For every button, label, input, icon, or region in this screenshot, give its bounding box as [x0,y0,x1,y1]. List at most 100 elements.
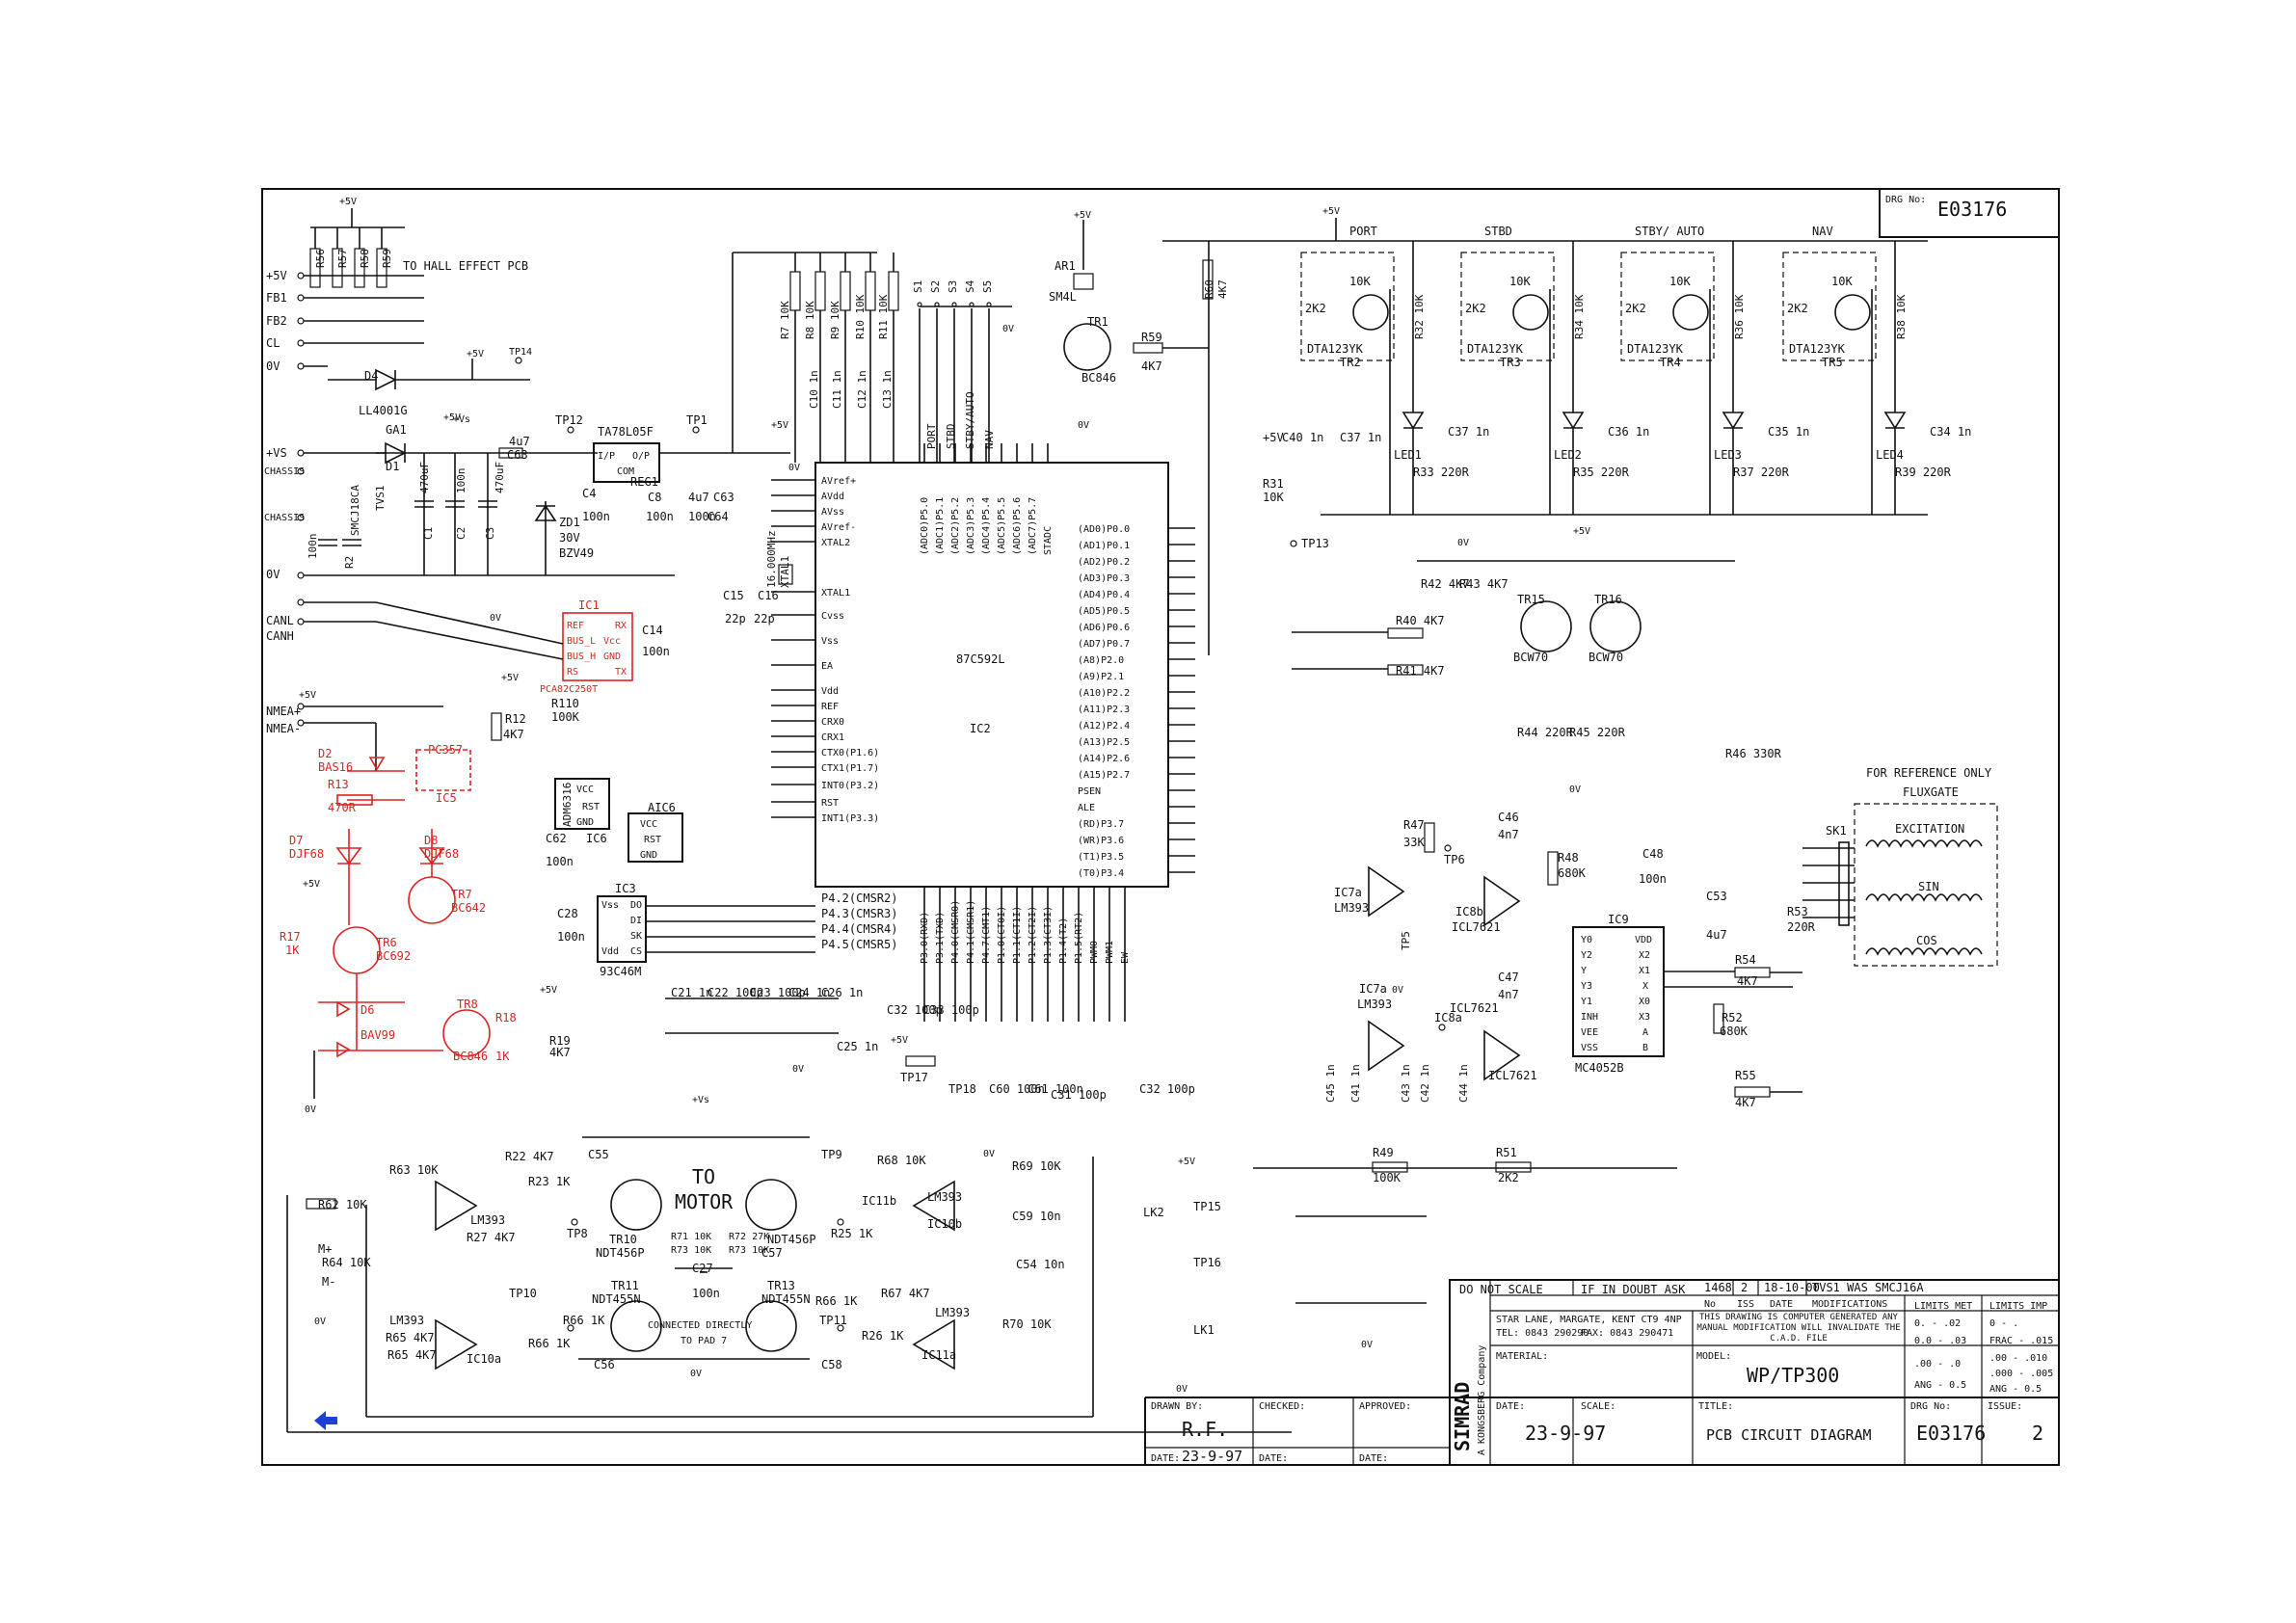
svg-text:No: No [1704,1299,1716,1310]
svg-text:DI: DI [630,916,642,926]
svg-text:C48: C48 [1642,847,1664,861]
svg-text:0V: 0V [1569,785,1581,795]
svg-text:100K: 100K [551,710,580,724]
svg-text:BAS16: BAS16 [318,760,353,774]
svg-text:23-9-97: 23-9-97 [1525,1422,1606,1445]
ic2-pin-label: P4.2(CMSR2) [821,891,897,905]
svg-text:4K7: 4K7 [549,1046,571,1059]
svg-text:R66 1K: R66 1K [563,1314,605,1327]
svg-text:R51: R51 [1496,1146,1517,1159]
svg-text:0V: 0V [1392,985,1403,996]
led-cap: C35 1n [1768,425,1809,439]
svg-text:IC3: IC3 [615,882,636,895]
svg-text:C64: C64 [707,510,729,523]
ic2-pin-label: (ADC4)P5.4 [981,497,992,555]
ic2-top-pins: (ADC0)P5.0(ADC1)P5.1(ADC2)P5.2(ADC3)P5.3… [920,443,1054,555]
svg-text:4n7: 4n7 [1498,828,1519,841]
led-driver-pullup: R38 10K [1895,294,1908,339]
svg-text:R73 10K: R73 10K [671,1245,711,1256]
svg-text:0V: 0V [266,359,280,373]
svg-text:IC10a: IC10a [467,1352,501,1366]
svg-text:R63 10K: R63 10K [389,1163,439,1177]
analogue-mux-section: IC7a LM393 R47 33K TP6 C46 4n7 IC8b ICL7… [1324,811,1537,1103]
svg-text:FRAC - .015: FRAC - .015 [1989,1336,2053,1346]
svg-text:BUS_H: BUS_H [567,652,596,662]
svg-text:TP18: TP18 [948,1082,976,1096]
led-driver-resistor: 10K [1349,275,1371,288]
ic2-pin-label: (A12)P2.4 [1078,721,1130,732]
svg-text:X3: X3 [1639,1012,1650,1023]
svg-text:Y1: Y1 [1581,997,1592,1007]
ic2-right-pins: (AD0)P0.0(AD1)P0.1(AD2)P0.2(AD3)P0.3(AD4… [1078,524,1195,879]
svg-text:WP/TP300: WP/TP300 [1747,1364,1839,1387]
svg-text:C47: C47 [1498,971,1519,984]
svg-text:BC642: BC642 [451,901,486,915]
svg-text:C11 1n: C11 1n [831,370,843,409]
led-driver-part: DTA123YK [1627,342,1684,356]
ic2-pin-label: AVss [821,507,844,518]
svg-text:DATE:: DATE: [1359,1453,1388,1464]
svg-text:SIN: SIN [1918,880,1939,893]
svg-text:2: 2 [2032,1422,2043,1445]
ic2-pin-label: (AD7)P0.7 [1078,639,1130,650]
svg-text:23-9-97: 23-9-97 [1182,1448,1242,1465]
svg-text:Vdd: Vdd [601,946,619,957]
svg-text:TO HALL EFFECT PCB: TO HALL EFFECT PCB [403,259,528,273]
svg-text:DRG No:: DRG No: [1910,1401,1951,1412]
svg-text:0V: 0V [1078,420,1089,431]
svg-text:M-: M- [322,1275,335,1289]
svg-text:SMCJ18CA: SMCJ18CA [349,485,361,536]
svg-text:1468: 1468 [1704,1281,1732,1294]
ic2-pin-label: (AD0)P0.0 [1078,524,1130,535]
back-arrow-icon[interactable] [314,1411,337,1430]
led-driver-resistor: 2K2 [1787,302,1808,315]
svg-text:R11 10K: R11 10K [877,294,890,339]
svg-text:R45 220R: R45 220R [1569,726,1626,739]
svg-text:LIMITS MET: LIMITS MET [1914,1301,1972,1312]
svg-text:CONNECTED DIRECTLY: CONNECTED DIRECTLY [648,1320,752,1331]
svg-text:PCA82C250T: PCA82C250T [540,684,598,695]
svg-text:STBY/ AUTO: STBY/ AUTO [1635,225,1704,238]
svg-text:R55: R55 [1735,1069,1756,1082]
svg-text:33K: 33K [1403,836,1425,849]
svg-text:IC2: IC2 [970,722,991,735]
svg-text:CANH: CANH [266,629,294,643]
ic2-pin-label: (A13)P2.5 [1078,737,1130,748]
switch-pullups: R7 10K R8 10K R9 10K R10 10K R11 10K S1 … [732,252,1014,463]
svg-text:APPROVED:: APPROVED: [1359,1401,1411,1412]
svg-text:TP17: TP17 [900,1071,928,1084]
svg-text:C25 1n: C25 1n [837,1040,878,1053]
svg-text:0V: 0V [1457,538,1469,548]
svg-text:0V: 0V [266,568,280,581]
svg-text:I/P: I/P [598,451,615,462]
svg-text:TR13: TR13 [767,1279,795,1292]
svg-text:C43 1n: C43 1n [1400,1064,1412,1103]
svg-text:100n: 100n [546,855,574,868]
svg-text:VEE: VEE [1581,1027,1598,1038]
ic2-pin-label: RST [821,798,839,809]
ic2-pin-label: AVdd [821,492,844,502]
svg-text:R46 330R: R46 330R [1725,747,1782,760]
svg-text:Vcc: Vcc [603,636,621,647]
svg-text:S1: S1 [912,280,924,293]
svg-text:ISS: ISS [1737,1299,1754,1310]
svg-text:R12: R12 [505,712,526,726]
svg-text:+5V: +5V [299,690,316,701]
svg-text:BC846: BC846 [1081,371,1116,385]
svg-text:C53: C53 [1706,890,1727,903]
led-driver-resistor: 10K [1831,275,1853,288]
ic2-pin-label: P4.5(CMSR5) [821,938,897,951]
svg-text:PC357: PC357 [428,743,463,757]
svg-text:TP10: TP10 [509,1287,537,1300]
svg-text:C41 1n: C41 1n [1349,1064,1362,1103]
svg-text:0V: 0V [983,1149,995,1159]
ic2-pin-label: (T0)P3.4 [1078,868,1124,879]
svg-text:C15: C15 [723,589,744,602]
svg-text:DATE: DATE [1770,1299,1793,1310]
svg-text:+5V: +5V [1178,1157,1195,1167]
microcontroller-ic2: 87C592L IC2 AVref+AVddAVssAVref-XTAL2XTA… [771,420,1195,1022]
ic2-pin-label: (A9)P2.1 [1078,672,1124,682]
led-series-res: R33 220R [1413,466,1470,479]
svg-text:R64 10K: R64 10K [322,1256,371,1269]
svg-text:C42 1n: C42 1n [1419,1064,1431,1103]
